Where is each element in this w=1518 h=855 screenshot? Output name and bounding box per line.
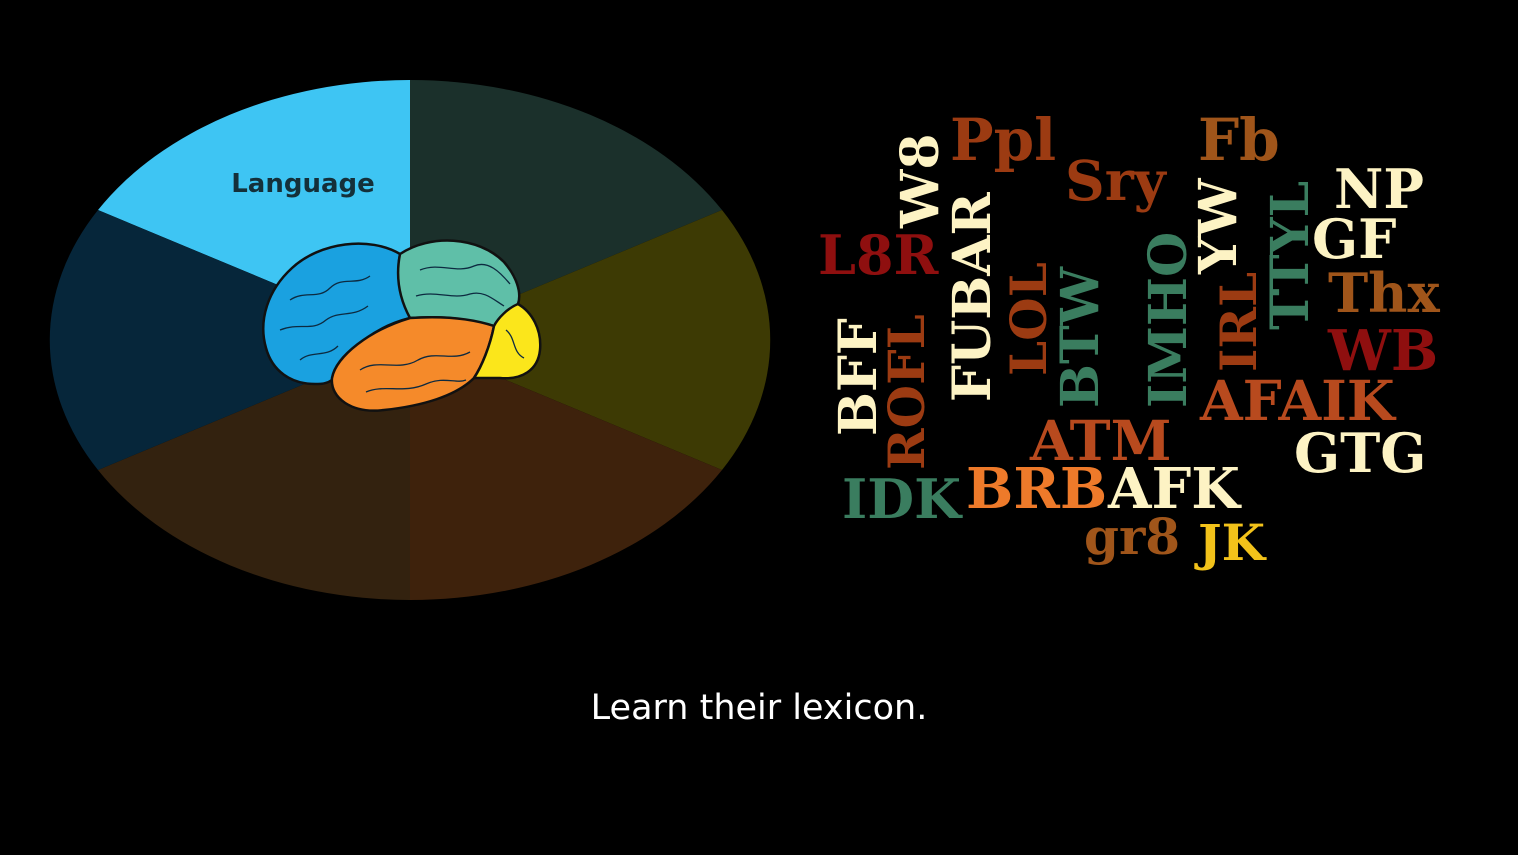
word-gtg: GTG [1294,421,1426,485]
word-afaik: AFAIK [1199,368,1397,433]
word-idk: IDK [842,467,963,531]
word-fubar: FUBAR [942,191,1003,402]
word-btw: BTW [1050,265,1111,408]
word-sry: Sry [1065,148,1168,213]
word-ppl: Ppl [950,106,1056,174]
word-thx: Thx [1328,261,1440,325]
wheel-segment-bottom-left [98,340,410,601]
word-irl: IRL [1209,272,1268,372]
word-np: NP [1334,157,1424,221]
word-jk: JK [1194,513,1267,572]
brain-temporal-lobe [330,316,496,412]
word-afk: AFK [1107,456,1242,522]
slide-caption: Learn their lexicon. [590,688,928,728]
word-imho: IMHO [1138,232,1199,408]
word-brb: BRB [966,456,1107,522]
brain-folds [279,263,525,393]
word-fb: Fb [1198,106,1280,174]
segment-label-language: Language [231,169,375,199]
wheel-segment-right [410,210,771,470]
word-gr8: gr8 [1084,507,1180,566]
word-gf: GF [1312,207,1396,271]
word-l8r: L8R [818,223,940,287]
word-rofl: ROFL [877,314,936,470]
word-w8: W8 [890,133,951,229]
wheel-segment-left [49,210,411,470]
brain-occipital-lobe [472,302,542,380]
word-wb: WB [1327,318,1438,384]
language-wheel-diagram: Language [49,79,771,601]
word-yw: YW [1188,177,1249,275]
word-lol: LOL [999,262,1058,376]
wheel-segment-bottom-right [410,340,722,601]
brain-illustration [262,239,542,412]
word-bff: BFF [828,318,889,436]
word-cloud: W8 Ppl Fb Sry L8R FUBAR YW TTYL NP GF Th… [818,106,1440,572]
word-atm: ATM [1029,408,1171,473]
word-ttyl: TTYL [1260,181,1321,330]
